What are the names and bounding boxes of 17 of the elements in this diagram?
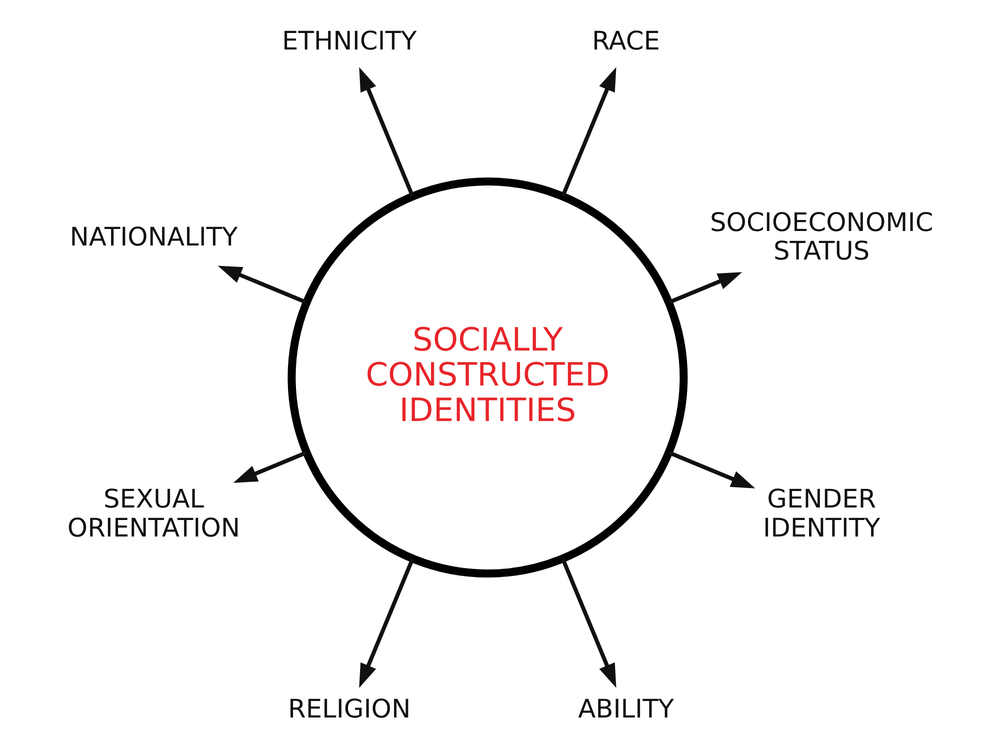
arrow: [217, 266, 306, 304]
arrow: [668, 272, 742, 304]
node-text: ETHNICITY: [282, 26, 416, 57]
node-text: ABILITY: [578, 694, 674, 725]
node-text: SOCIOECONOMIC STATUS: [710, 208, 933, 267]
node-text: RACE: [592, 26, 660, 57]
arrow: [560, 558, 616, 688]
node-circle: SOCIALLY CONSTRUCTED IDENTITIES: [287, 178, 688, 578]
node-text: SEXUAL ORIENTATION: [66, 484, 240, 544]
node-text: RELIGION: [288, 694, 410, 725]
arrow: [668, 450, 755, 488]
arrow: [232, 450, 306, 483]
arrow: [358, 558, 414, 688]
node-text: GENDER IDENTITY: [762, 484, 880, 544]
node-text: NATIONALITY: [69, 222, 238, 252]
arrow: [560, 67, 616, 197]
arrow: [358, 67, 414, 197]
